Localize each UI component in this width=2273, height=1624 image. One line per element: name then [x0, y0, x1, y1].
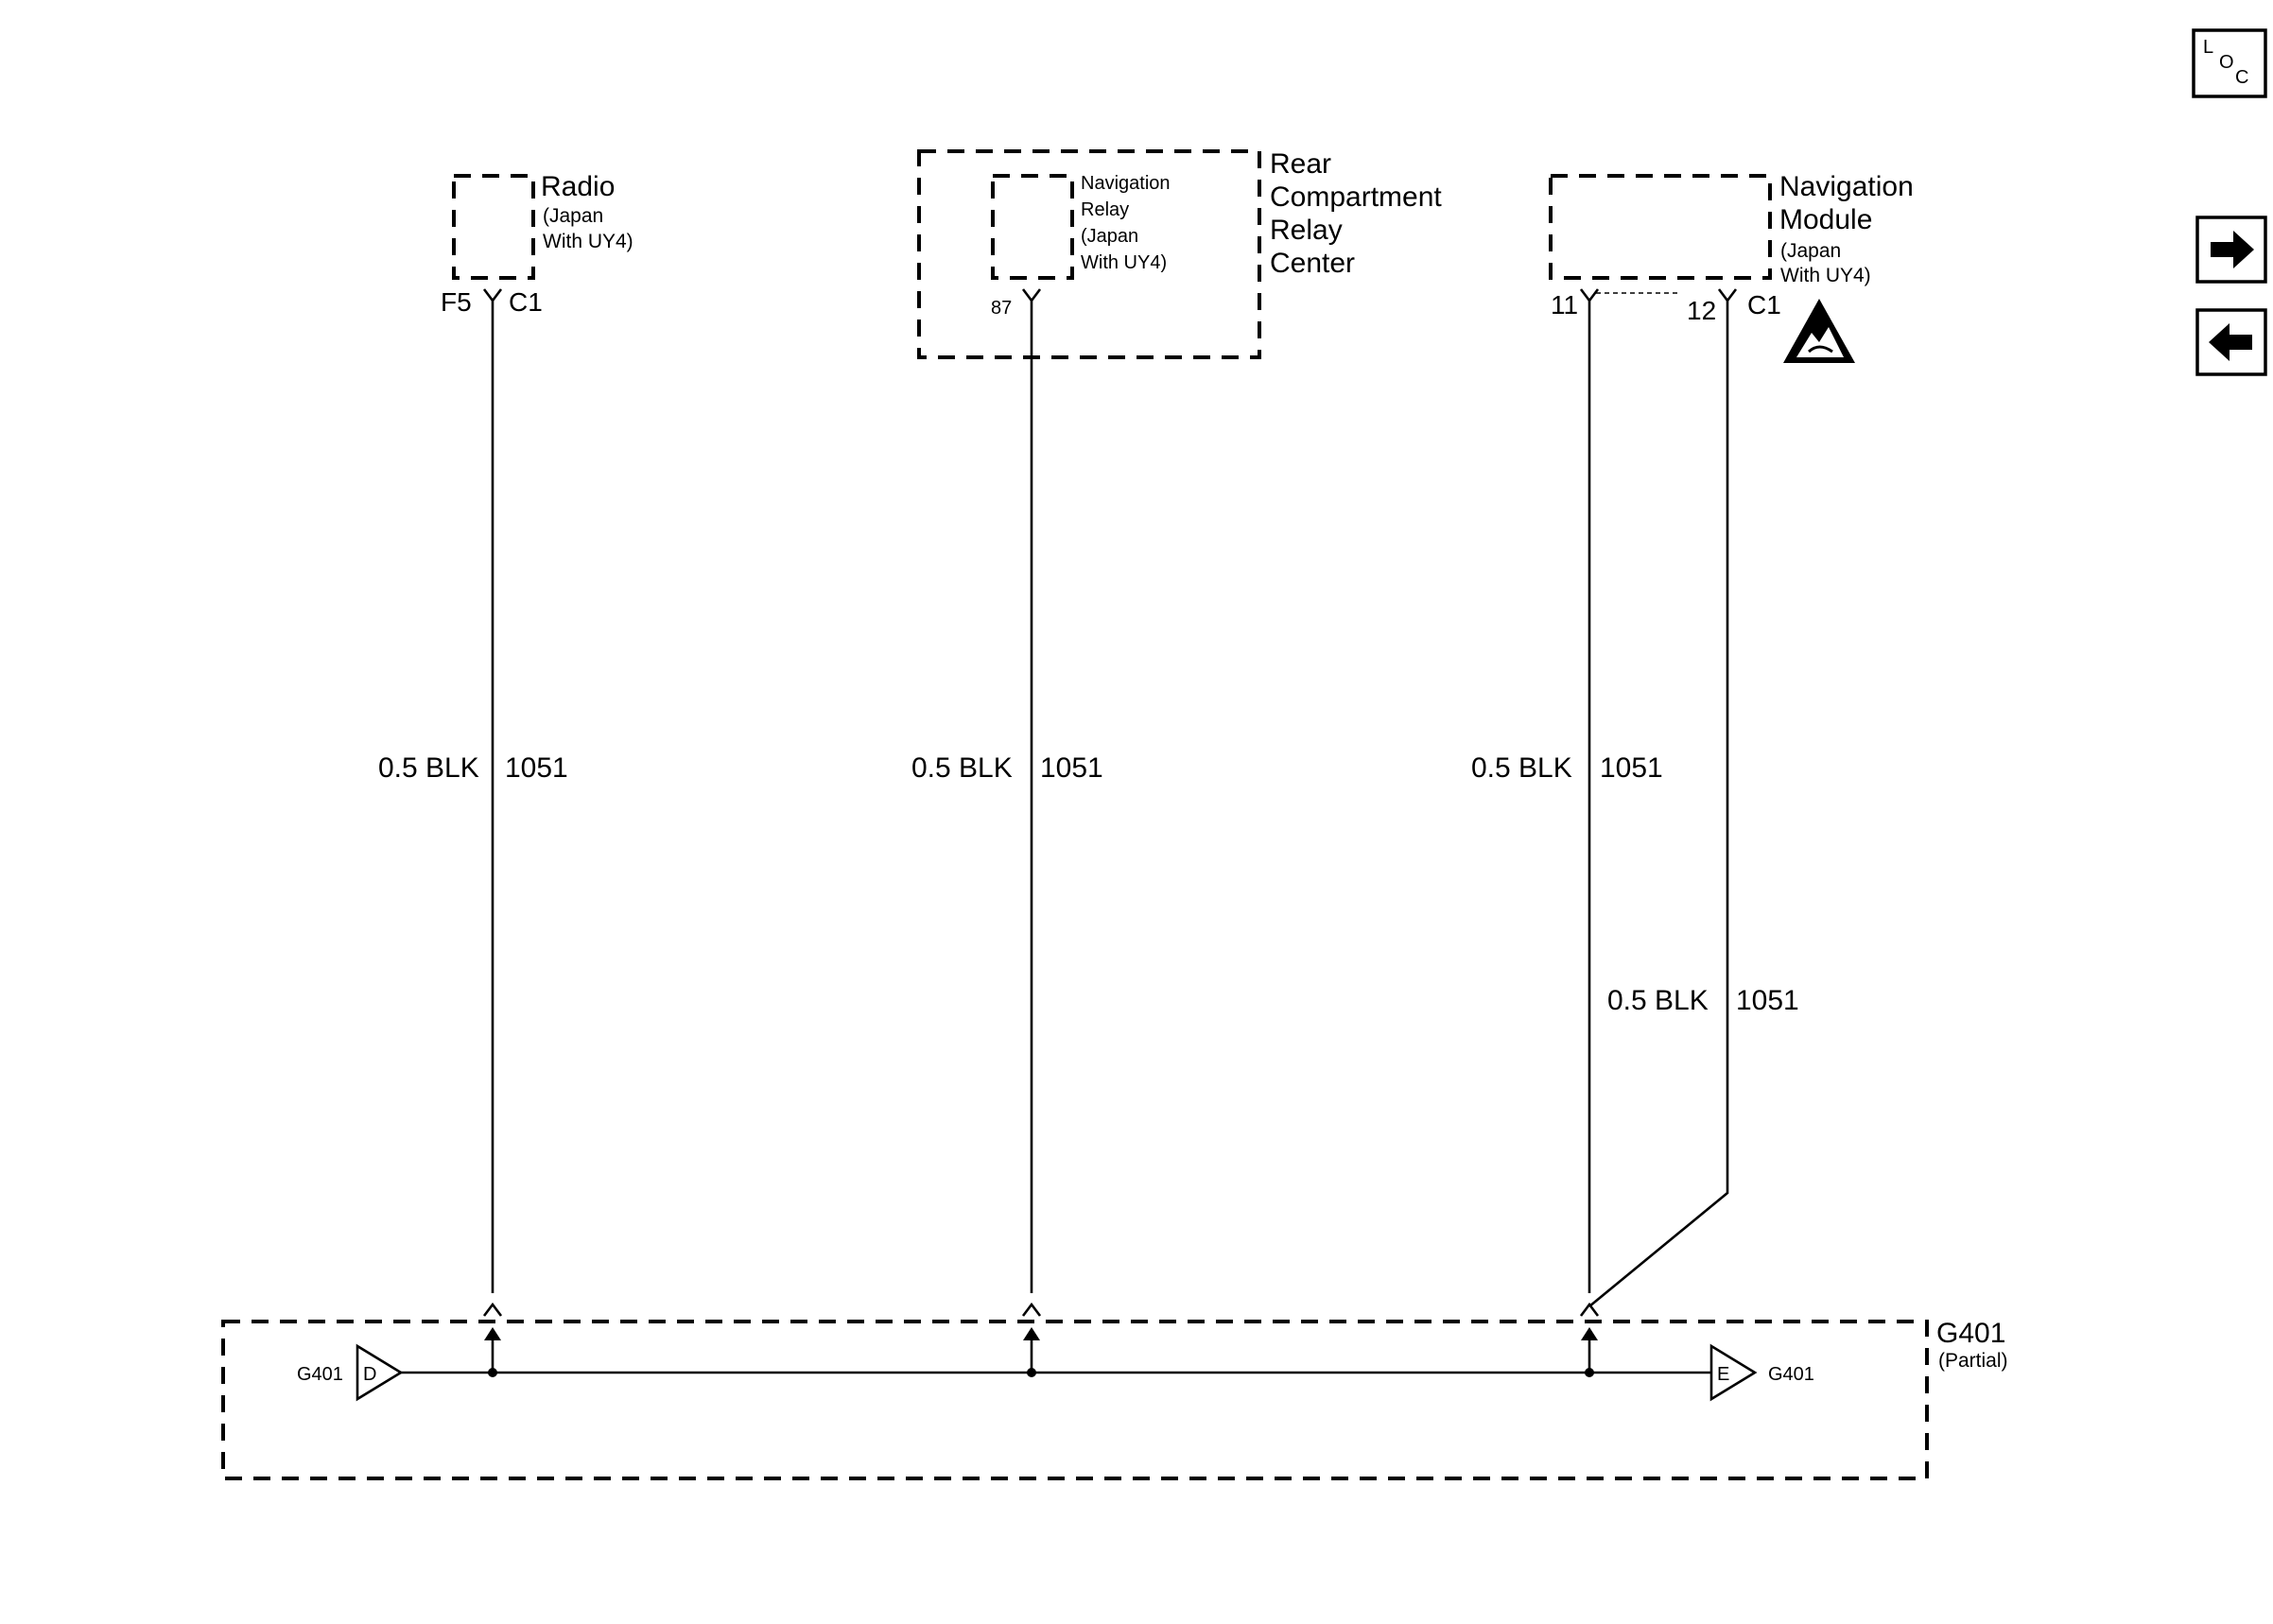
radio-pin: F5 — [441, 287, 472, 317]
ground-note: (Partial) — [1938, 1350, 2008, 1372]
ground-ref-e-letter: E — [1717, 1364, 1729, 1385]
splice-3 — [1585, 1368, 1594, 1377]
nav-relay-box — [991, 174, 1074, 280]
nav-module-terminal-b — [1717, 288, 1738, 303]
nav-relay-line2: Relay — [1081, 199, 1129, 220]
ground-ref-d-letter: D — [363, 1364, 376, 1385]
nav-module-line3: (Japan — [1780, 240, 1841, 262]
nav-relay-line1: Navigation — [1081, 173, 1171, 194]
ground-ref-e[interactable]: E G401 — [1709, 1343, 1814, 1402]
wire-3-size-color: 0.5 BLK — [1471, 752, 1572, 784]
splice-1 — [488, 1368, 497, 1377]
navigation-relay-component: Navigation Relay (Japan With UY4) 87 — [991, 173, 1171, 319]
nav-module-box — [1549, 174, 1772, 280]
wire-4-size-color: 0.5 BLK — [1607, 985, 1709, 1016]
previous-page-button[interactable] — [2195, 308, 2267, 376]
splice-2 — [1027, 1368, 1036, 1377]
wire-4-circuit: 1051 — [1736, 985, 1799, 1016]
arrow-left-icon — [2209, 323, 2252, 361]
rear-compartment-relay-center: Rear Compartment Relay Center — [917, 148, 1442, 359]
ground-g401: G401 (Partial) D G401 E G401 — [221, 1302, 2008, 1480]
navigation-module-component: Navigation Module (Japan With UY4) 11 12… — [1549, 171, 1914, 363]
next-page-button[interactable] — [2195, 216, 2267, 284]
svg-text:O: O — [2219, 52, 2234, 73]
radio-terminal — [482, 288, 503, 303]
radio-name: Radio — [541, 171, 615, 202]
radio-note-1: (Japan — [543, 205, 603, 227]
radio-note-2: With UY4) — [543, 231, 633, 252]
nav-relay-line4: With UY4) — [1081, 252, 1167, 273]
nav-module-line1: Navigation — [1779, 171, 1914, 202]
rear-compartment-box — [917, 149, 1261, 359]
nav-module-connector: C1 — [1747, 290, 1781, 320]
nav-relay-pin: 87 — [991, 298, 1012, 319]
nav-module-terminal-a — [1579, 288, 1600, 303]
arrow-right-icon — [2211, 231, 2254, 268]
up-arrow-3 — [1581, 1327, 1598, 1340]
radio-box — [452, 174, 535, 280]
ground-ref-e-label: G401 — [1768, 1364, 1814, 1385]
esd-warning-icon — [1783, 299, 1855, 363]
rear-compartment-line1: Rear — [1270, 148, 1331, 180]
wire-nav-module-12 — [1588, 301, 1729, 1308]
nav-module-line2: Module — [1779, 204, 1872, 235]
inline-connector-2 — [1021, 1302, 1042, 1317]
rear-compartment-line4: Center — [1270, 248, 1355, 279]
svg-text:L: L — [2203, 37, 2213, 58]
radio-component: Radio (Japan With UY4) F5 C1 — [441, 171, 633, 317]
up-arrow-1 — [484, 1327, 501, 1340]
wire-2-size-color: 0.5 BLK — [911, 752, 1013, 784]
inline-connector-3 — [1579, 1302, 1600, 1317]
nav-relay-terminal — [1021, 288, 1042, 303]
ground-box — [221, 1320, 1929, 1480]
svg-text:C: C — [2235, 67, 2248, 88]
rear-compartment-line3: Relay — [1270, 215, 1343, 246]
wire-1-circuit: 1051 — [505, 752, 568, 784]
loc-icon: L O C — [2203, 37, 2248, 88]
radio-connector: C1 — [509, 287, 543, 317]
inline-connector-1 — [482, 1302, 503, 1317]
wires: 0.5 BLK 1051 0.5 BLK 1051 0.5 BLK 1051 0… — [378, 301, 1799, 1308]
ground-ref-d[interactable]: D G401 — [297, 1343, 404, 1402]
wire-3-circuit: 1051 — [1600, 752, 1663, 784]
ground-ref-d-label: G401 — [297, 1364, 343, 1385]
nav-module-pin-a: 11 — [1551, 290, 1578, 320]
loc-button[interactable]: L O C — [2192, 28, 2267, 98]
wire-1-size-color: 0.5 BLK — [378, 752, 479, 784]
wire-2-circuit: 1051 — [1040, 752, 1103, 784]
nav-module-line4: With UY4) — [1780, 265, 1871, 286]
nav-relay-line3: (Japan — [1081, 226, 1138, 247]
up-arrow-2 — [1023, 1327, 1040, 1340]
ground-name: G401 — [1936, 1318, 2005, 1349]
rear-compartment-line2: Compartment — [1270, 181, 1442, 213]
nav-module-pin-b: 12 — [1687, 296, 1716, 325]
